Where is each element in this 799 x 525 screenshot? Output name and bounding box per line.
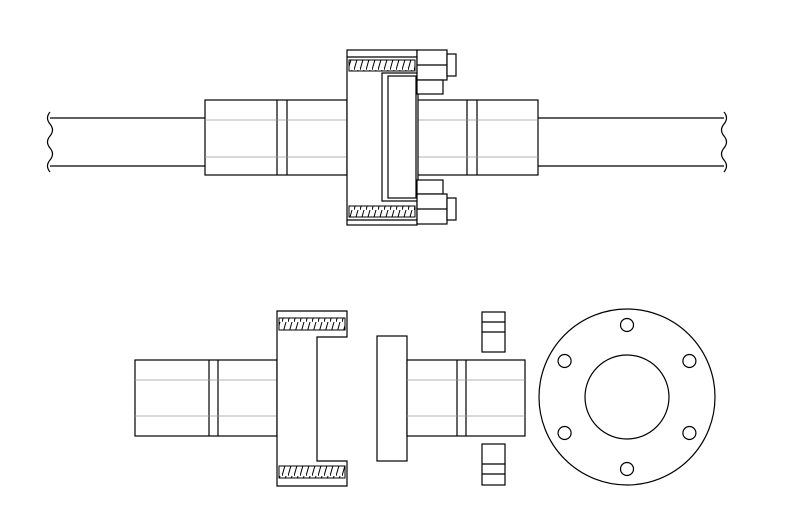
bolt-hole xyxy=(682,353,697,369)
bolt-hole xyxy=(619,461,635,477)
flange-end-view xyxy=(538,308,716,486)
exploded-flange-housing xyxy=(276,310,348,487)
right-shaft xyxy=(538,111,728,173)
flange-bore-circle xyxy=(584,354,670,440)
exploded-left-hub xyxy=(134,359,278,437)
flange-outer-circle xyxy=(538,308,716,486)
assembled-side-view xyxy=(46,49,728,226)
exploded-nut-bottom xyxy=(481,443,506,486)
left-hub xyxy=(204,99,348,176)
exploded-right-hub xyxy=(406,359,526,437)
bolt-hole-group xyxy=(557,317,697,477)
exploded-inner-disk xyxy=(376,335,408,462)
bolt-top xyxy=(416,49,457,95)
bolt-hole xyxy=(557,425,572,441)
bolt-hole xyxy=(682,425,697,441)
bolt-bottom xyxy=(416,179,457,225)
right-hub xyxy=(416,99,539,176)
bolt-hole xyxy=(619,317,635,333)
exploded-nut-top xyxy=(481,311,506,353)
left-shaft xyxy=(46,111,205,173)
exploded-side-view xyxy=(134,310,526,487)
bolt-hole xyxy=(557,353,572,369)
inner-disk xyxy=(381,72,419,202)
